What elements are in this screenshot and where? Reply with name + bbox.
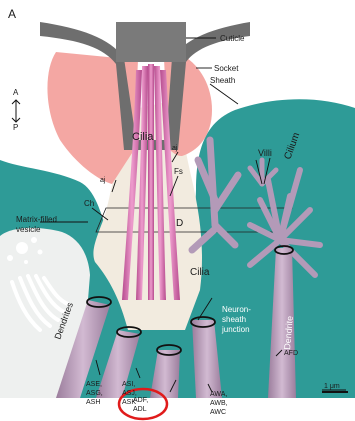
label-junction-1: Neuron- (222, 305, 251, 314)
label-sheath: Sheath (210, 76, 235, 85)
label-cilia-lower: Cilia (190, 267, 210, 278)
label-socket: Socket (214, 64, 239, 73)
neuron-group-4-b: AWB, (210, 400, 228, 407)
label-matrix-vesicle-1: Matrix-filled (16, 215, 57, 224)
label-matrix-vesicle-2: vesicle (16, 225, 41, 234)
label-fs: Fs (174, 167, 183, 176)
label-d: D (176, 218, 183, 229)
orientation-arrow (12, 100, 20, 122)
neuron-group-4-c: AWC (210, 409, 226, 416)
orientation-top: A (13, 88, 19, 97)
label-aj-right: aj (172, 145, 178, 152)
cuticle-top (116, 22, 186, 62)
label-aj-left: aj (100, 177, 106, 184)
neuron-group-1-a: ASE, (86, 381, 102, 388)
label-cilia-upper: Cilia (132, 131, 154, 143)
neuron-group-2-a: ASI, (122, 381, 135, 388)
label-cuticle: Cuticle (220, 34, 245, 43)
label-ch: Ch (84, 199, 94, 208)
label-afd: AFD (284, 350, 298, 357)
neuron-group-4-a: AWA, (210, 391, 227, 398)
neuron-group-3-b: ADL (133, 406, 147, 413)
label-villi: Villi (258, 148, 272, 158)
neuron-group-1-c: ASH (86, 399, 100, 406)
orientation-bottom: P (13, 123, 18, 132)
neuron-group-1-b: ASG, (86, 390, 103, 397)
label-junction-2: sheath (222, 315, 246, 324)
label-junction-3: junction (221, 325, 250, 334)
neuron-group-2-b: ASJ, (122, 390, 137, 397)
label-scale: 1 μm (324, 383, 340, 390)
panel-label: A (8, 7, 16, 21)
neuron-group-3-a: ADF, (133, 397, 148, 404)
